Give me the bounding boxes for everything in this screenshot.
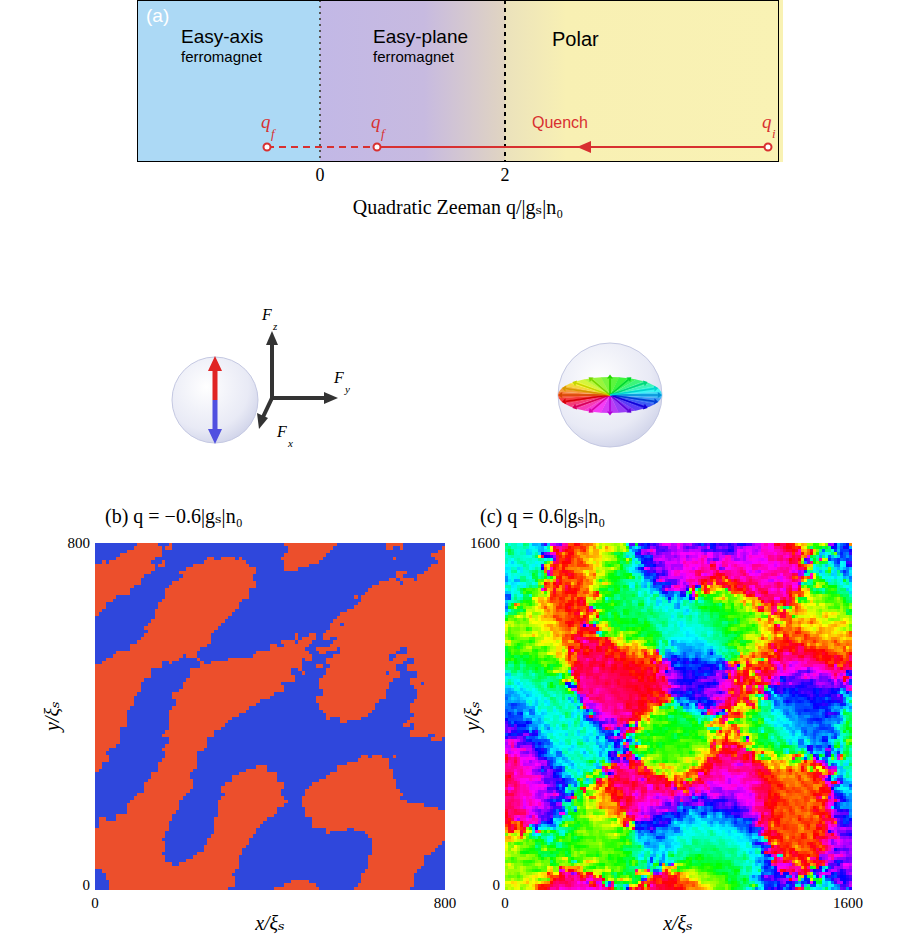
tick-label-box: 800: [68, 534, 91, 552]
phase-panel-lines: [138, 0, 779, 162]
tick-label: 800: [68, 535, 91, 551]
tick-label-box: 1600: [470, 534, 500, 552]
axis-title: y/ξₛ: [41, 701, 63, 731]
subscript-box: i: [772, 124, 776, 142]
tick-label: 0: [91, 895, 99, 911]
subscript: y: [345, 383, 350, 395]
subscript-box: f: [381, 124, 385, 142]
tick-label-box: 1600: [833, 894, 863, 912]
symbol: q: [762, 111, 772, 132]
symbol-box: q: [762, 112, 772, 133]
tick-label-box: 0: [493, 876, 501, 894]
panel-title: (b) q = −0.6|gₛ|n₀: [105, 505, 243, 527]
axis-title: y/ξₛ: [461, 701, 483, 731]
easy-plane-sphere: [558, 343, 662, 447]
symbol: q: [261, 111, 271, 132]
axis-symbol-box: F: [277, 423, 287, 441]
tick-label: 0: [501, 895, 509, 911]
axis-title-box: x/ξₛ: [255, 912, 285, 934]
axis-symbol: F: [334, 369, 344, 386]
symbol-box: q: [371, 112, 381, 133]
easy-axis-sphere: [172, 356, 258, 444]
subscript: x: [288, 437, 293, 449]
axis-title-box: x/ξₛ: [663, 912, 693, 934]
subscript-box: x: [288, 433, 293, 451]
axis-title: x/ξₛ: [663, 912, 693, 934]
axis-title-box: y/ξₛ: [41, 701, 63, 731]
quench-label: Quench: [532, 114, 588, 131]
subscript-box: z: [273, 316, 277, 334]
axis-symbol-box: F: [334, 369, 344, 387]
panel-letter: (a): [146, 5, 169, 26]
subscript: f: [271, 126, 275, 141]
subscript: f: [381, 126, 385, 141]
region-name: Easy-plane: [373, 26, 509, 48]
quench-label-box: Quench: [532, 114, 588, 132]
panel-title-box: (b) q = −0.6|gₛ|n₀: [105, 505, 243, 527]
tick-label: 0: [316, 165, 325, 185]
subscript-box: f: [271, 124, 275, 142]
tick-label: 1600: [833, 895, 863, 911]
tick-label: 2: [501, 165, 510, 185]
axis-title-box: Quadratic Zeeman q/|gₛ|n₀: [353, 196, 564, 218]
region-subtitle: ferromagnet: [373, 48, 509, 65]
axis-symbol: F: [277, 423, 287, 440]
tick-label: 0: [83, 877, 91, 893]
domain-map-b: [95, 543, 445, 890]
tick-label-box: 0: [83, 876, 91, 894]
symbol: q: [371, 111, 381, 132]
axis-title: x/ξₛ: [255, 912, 285, 934]
tick-label-box: 0: [316, 166, 325, 186]
tick-label-box: 800: [434, 894, 457, 912]
spin-axes: [257, 331, 338, 429]
axis-symbol-box: F: [262, 306, 272, 324]
axis-title: Quadratic Zeeman q/|gₛ|n₀: [353, 196, 564, 218]
panel-letter-box: (a): [146, 6, 169, 27]
region-name: Easy-axis: [181, 26, 324, 48]
symbol-box: q: [261, 112, 271, 133]
tick-label: 1600: [470, 535, 500, 551]
subscript: i: [772, 126, 776, 141]
panel-title: (c) q = 0.6|gₛ|n₀: [480, 505, 605, 527]
tick-label-box: 0: [91, 894, 99, 912]
axis-symbol: F: [262, 306, 272, 323]
phase-region: Easy-planeferromagnet: [320, 0, 509, 162]
tick-label: 0: [493, 877, 501, 893]
tick-label-box: 2: [501, 166, 510, 186]
axis-title-box: y/ξₛ: [461, 701, 483, 731]
tick-label-box: 0: [501, 894, 509, 912]
phase-region: Polar: [505, 0, 783, 162]
subscript-box: y: [345, 379, 350, 397]
region-subtitle: ferromagnet: [181, 48, 324, 65]
region-name: Polar: [552, 28, 783, 51]
panel-title-box: (c) q = 0.6|gₛ|n₀: [480, 505, 605, 527]
subscript: z: [273, 320, 277, 332]
tick-label: 800: [434, 895, 457, 911]
domain-map-c: [505, 543, 852, 890]
